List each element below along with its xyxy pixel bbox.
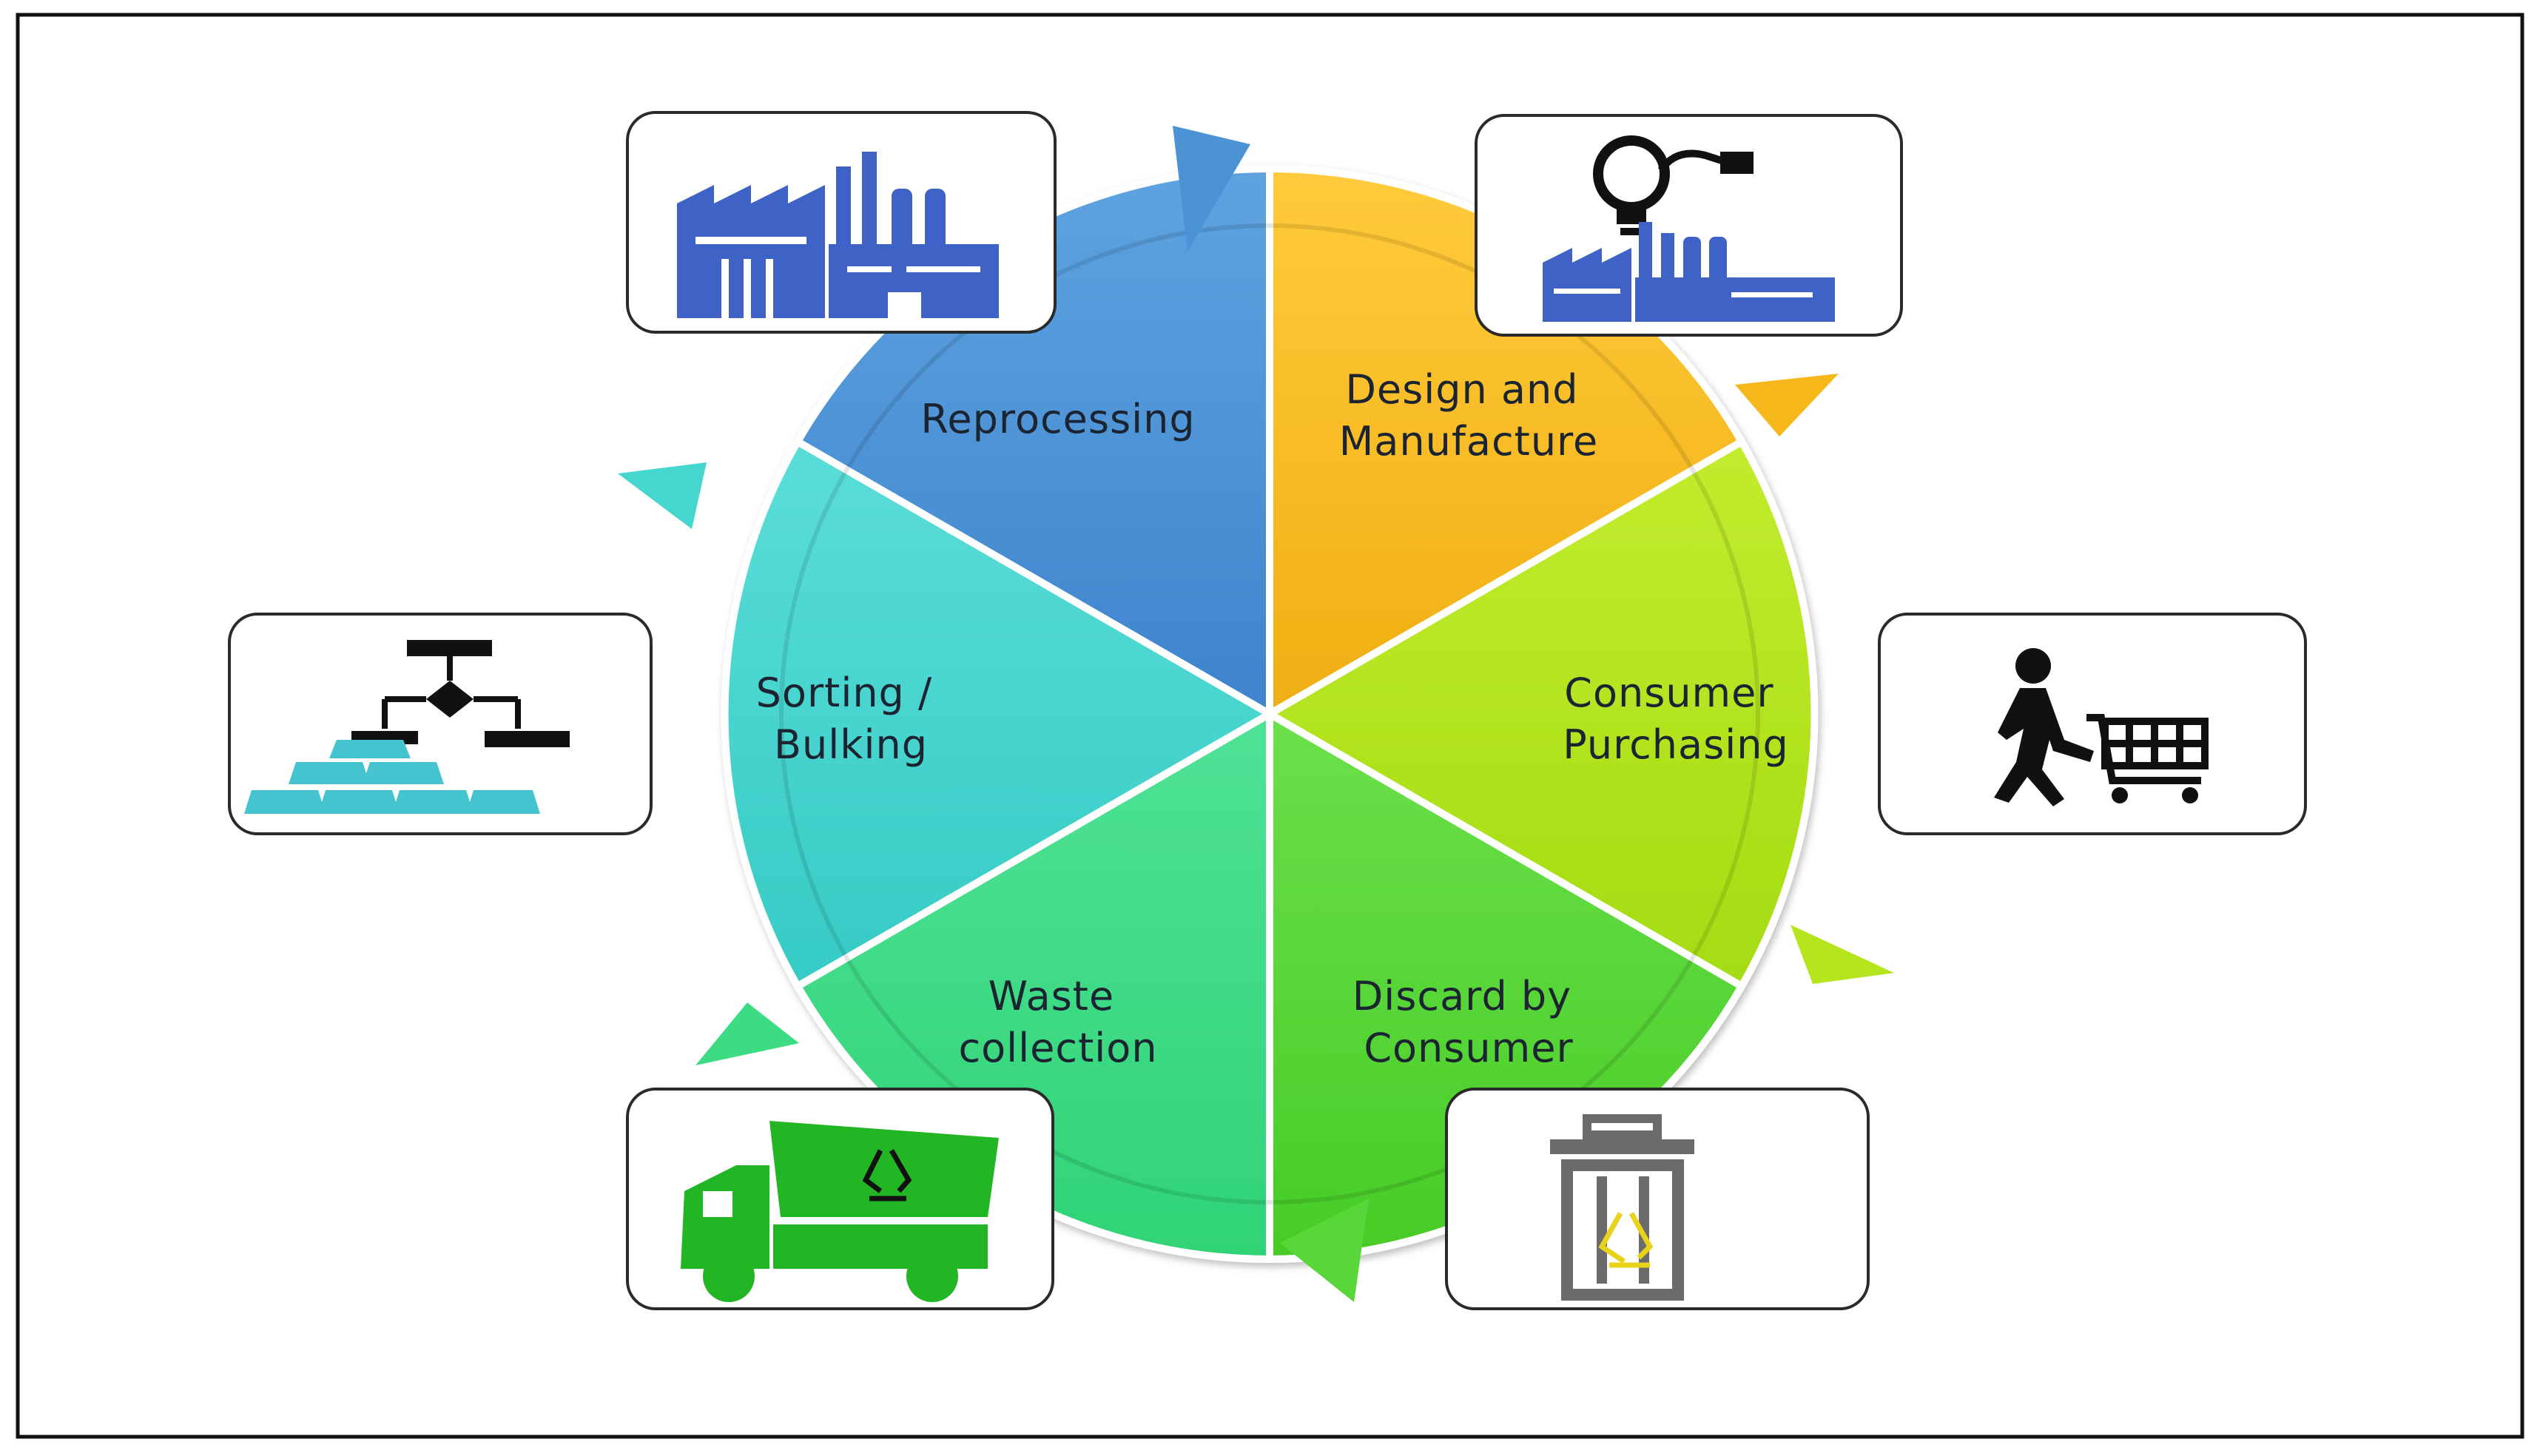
- factory-icon: [677, 152, 999, 318]
- flow-arrows: [618, 126, 1894, 1302]
- label-collection: Waste collection: [958, 973, 1157, 1071]
- icon-box-design: [1475, 114, 1903, 337]
- arrow-to-reprocessing: [618, 462, 707, 529]
- icon-box-discard: [1445, 1088, 1870, 1310]
- arrow-to-collection: [1280, 1199, 1369, 1302]
- arrow-to-purchasing: [1735, 374, 1839, 437]
- shopper-cart-icon: [1994, 648, 2209, 806]
- arrow-to-discard: [1791, 925, 1894, 984]
- recycling-truck-icon: [681, 1121, 999, 1302]
- label-design: Design and Manufacture: [1339, 366, 1599, 465]
- arrow-to-design: [1173, 126, 1250, 252]
- icon-box-reprocessing: [626, 111, 1057, 334]
- icon-box-purchasing: [1878, 613, 2307, 835]
- sorting-flowchart-ingots-icon: [244, 640, 570, 814]
- inner-ring: [779, 223, 1760, 1204]
- recycle-bin-icon: [1550, 1114, 1694, 1301]
- label-discard: Discard by Consumer: [1352, 973, 1586, 1071]
- icon-box-collection: [626, 1088, 1054, 1310]
- icon-box-sorting: [228, 613, 653, 835]
- lightbulb-factory-icon: [1543, 135, 1835, 322]
- label-purchasing: Consumer Purchasing: [1563, 670, 1789, 768]
- segment-purchasing: [1261, 437, 1819, 991]
- cycle-wheel: [721, 164, 1819, 1264]
- label-sorting: Sorting / Bulking: [756, 670, 946, 768]
- arrow-to-sorting: [695, 1002, 799, 1065]
- label-reprocessing: Reprocessing: [920, 396, 1195, 442]
- segment-sorting: [721, 437, 1278, 991]
